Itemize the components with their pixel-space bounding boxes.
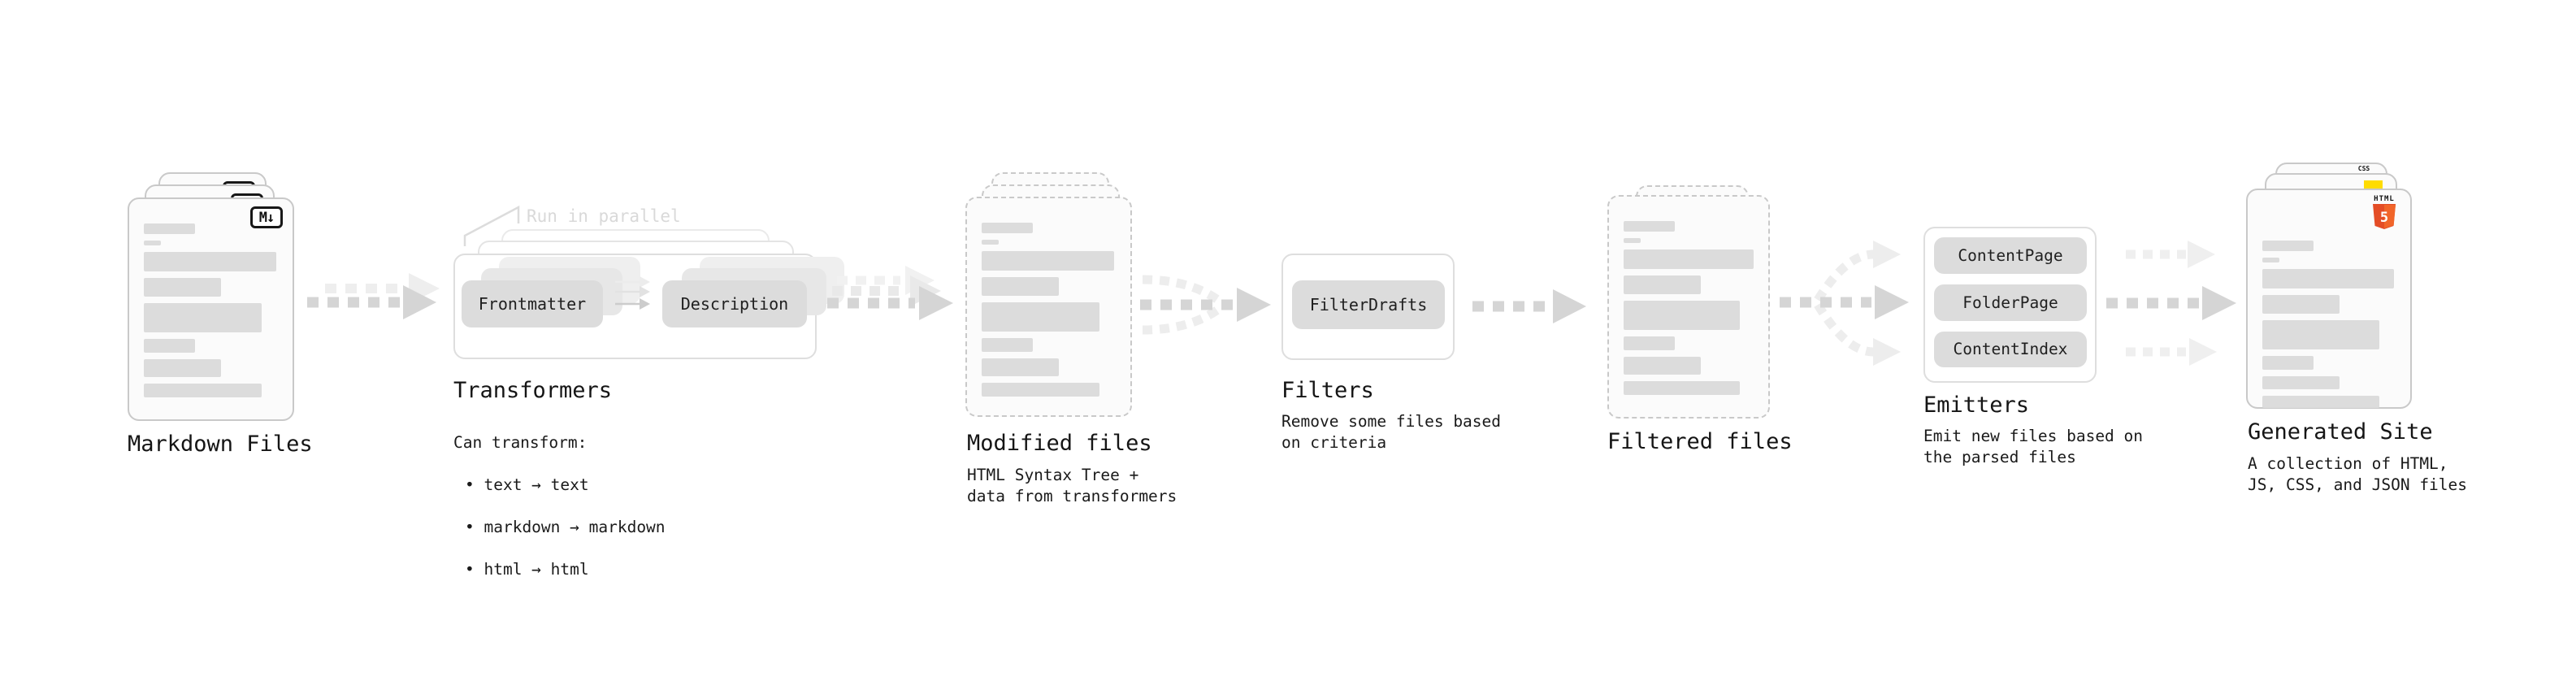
emitters-title: Emitters [1923, 393, 2030, 418]
filters-subtitle: Remove some files based on criteria [1281, 412, 1502, 452]
transform-bullet: • text → text [465, 475, 589, 494]
markdown-icon: M↓ [250, 206, 283, 228]
transformers-title: Transformers [453, 378, 613, 403]
css-badge-label: CSS [2357, 165, 2370, 172]
can-transform-heading: Can transform: [453, 433, 588, 452]
filtered-files-title: Filtered files [1607, 429, 1793, 454]
transformers-description: Can transform: • text → text • markdown … [453, 411, 666, 601]
modified-files-subtitle: HTML Syntax Tree + data from transformer… [967, 466, 1177, 505]
html5-icon: HTML 5 [2368, 195, 2400, 232]
markdown-doc-front: M↓ [128, 197, 294, 421]
filtered-doc-front [1607, 195, 1770, 419]
arrow-transformers-to-modified [827, 266, 953, 320]
arrow-filters-to-filtered [1472, 289, 1586, 323]
filters-title: Filters [1281, 378, 1374, 403]
folderpage-pill: FolderPage [1934, 284, 2087, 321]
transform-bullet: • html → html [465, 560, 589, 579]
html5-label: HTML [2374, 195, 2395, 203]
arrow-filtered-to-emitters [1780, 241, 1909, 366]
generated-doc-front: HTML 5 [2246, 189, 2412, 409]
arrow-markdown-to-transformers [307, 273, 440, 319]
doc-text-lines [2248, 190, 2410, 408]
doc-text-lines [1609, 197, 1768, 395]
doc-text-lines [967, 198, 1130, 397]
svg-text:5: 5 [2380, 210, 2388, 226]
contentindex-pill: ContentIndex [1934, 332, 2087, 367]
transform-bullet: • markdown → markdown [465, 518, 666, 536]
modified-doc-front [965, 197, 1132, 417]
run-in-parallel-annotation: Run in parallel [527, 206, 681, 226]
contentpage-pill: ContentPage [1934, 237, 2087, 274]
js-badge [2364, 180, 2383, 190]
arrow-emitters-to-generated [2106, 241, 2236, 366]
doc-text-lines [129, 199, 293, 397]
arrow-modified-to-filters [1140, 275, 1271, 335]
markdown-files-title: Markdown Files [128, 432, 313, 457]
generated-site-subtitle: A collection of HTML, JS, CSS, and JSON … [2248, 454, 2468, 494]
filterdrafts-pill: FilterDrafts [1292, 280, 1445, 329]
modified-files-title: Modified files [967, 431, 1152, 456]
description-pill: Description [662, 280, 807, 327]
frontmatter-pill: Frontmatter [462, 280, 603, 327]
generated-site-title: Generated Site [2248, 419, 2433, 445]
emitters-subtitle: Emit new files based on the parsed files [1923, 427, 2144, 466]
